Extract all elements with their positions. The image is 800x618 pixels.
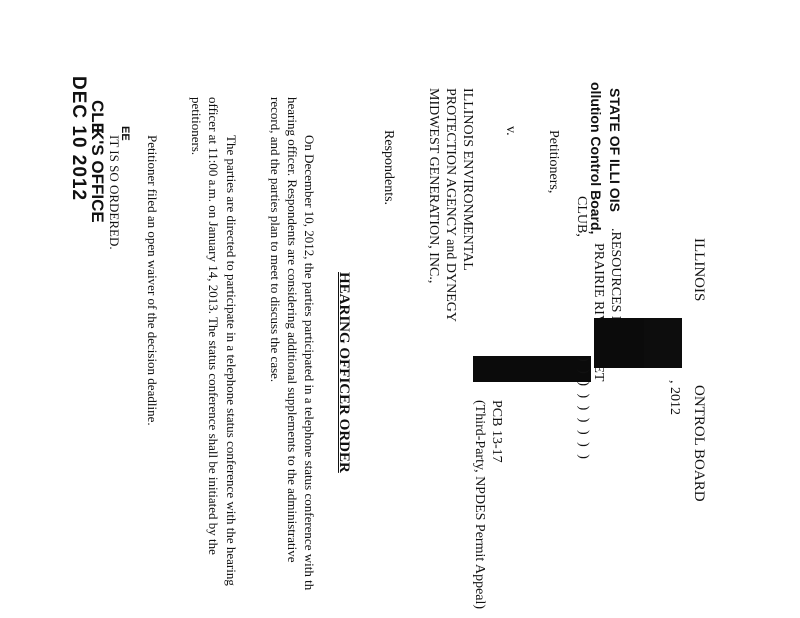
paragraph-2-line-2: officer at 11:00 a.m. on January 14, 201…	[206, 97, 221, 555]
versus-label: v.	[503, 126, 518, 136]
paragraph-1-line-3: record, and the parties plan to meet to …	[268, 97, 283, 383]
paragraph-2-line-1: The parties are directed to participate …	[224, 135, 239, 586]
caption-date-fragment: , 2012	[667, 380, 682, 415]
redaction-block-stamp	[644, 318, 682, 368]
respondent-line-2: PROTECTION AGENCY and DYNEGY	[443, 88, 458, 322]
case-number: PCB 13-17	[489, 400, 504, 463]
clerk-stamp-office-b: K'S OFFICE	[88, 128, 107, 223]
paragraph-1-line-1: On December 10, 2012, the parties partic…	[302, 135, 317, 591]
petitioner-line-3: CLUB,	[574, 196, 589, 237]
respondent-line-3: MIDWEST GENERATION, INC.,	[426, 88, 441, 284]
board-title-end: ONTROL BOARD	[691, 385, 707, 502]
party-line-2: ollution Control Board,	[588, 82, 604, 235]
order-closing: IT IS SO ORDERED.	[107, 135, 122, 250]
paragraph-3-line-1: Petitioner filed an open waiver of the d…	[145, 135, 160, 426]
petitioners-label: Petitioners,	[546, 130, 561, 194]
order-heading: HEARING OFFICER ORDER	[336, 272, 352, 473]
caption-brackets: ) ) ) ) ) ) ) ) )	[576, 357, 591, 461]
redaction-block-lower	[473, 356, 591, 382]
party-line-1: STATE OF ILLI OIS	[607, 88, 623, 212]
board-title-start: ILLINOIS	[691, 238, 707, 302]
case-type: (Third-Party, NPDES Permit Appeal)	[472, 400, 487, 610]
paragraph-2-line-3: petitioners.	[189, 97, 204, 156]
respondents-label: Respondents.	[381, 130, 396, 206]
clerk-stamp-date: DEC 10 2012	[68, 76, 89, 202]
respondent-line-1: ILLINOIS ENVIRONMENTAL	[460, 88, 475, 271]
paragraph-1-line-2: hearing officer. Respondents are conside…	[285, 97, 300, 563]
